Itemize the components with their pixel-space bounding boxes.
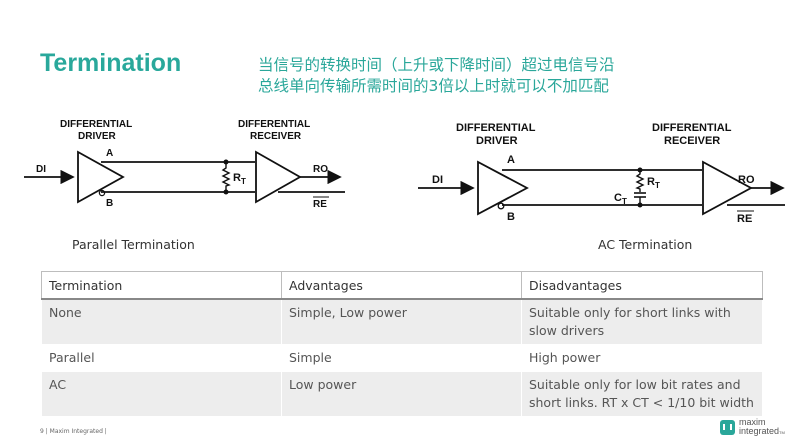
slide-subtitle: 当信号的转换时间（上升或下降时间）超过电信号沿 总线单向传输所需时间的3倍以上时… — [258, 55, 678, 97]
slide-footer: 9 | Maxim Integrated | — [40, 428, 107, 435]
line-b-label: B — [106, 198, 113, 209]
di-label: DI — [432, 174, 443, 186]
resistor-label: RT — [647, 176, 660, 190]
cell-termination: AC — [41, 371, 282, 417]
resistor-rt — [221, 162, 231, 192]
resistor-rt — [635, 170, 645, 192]
maxim-logo-text: maxim integratedTM — [739, 417, 785, 436]
receiver-triangle — [255, 150, 302, 204]
driver-label-line1: DIFFERENTIAL — [60, 119, 132, 130]
cell-advantages: Simple, Low power — [281, 298, 522, 345]
ro-label: RO — [313, 164, 328, 175]
receiver-triangle — [702, 160, 753, 216]
header-termination: Termination — [41, 271, 282, 300]
termination-diagrams: DIFFERENTIAL DRIVER DIFFERENTIAL RECEIVE… — [24, 119, 785, 225]
table-row: AC Low power Suitable only for low bit r… — [41, 371, 763, 417]
table-header-row: Termination Advantages Disadvantages — [41, 271, 763, 300]
re-label: RE — [737, 213, 752, 225]
receiver-label-line1: DIFFERENTIAL — [238, 119, 310, 130]
di-label: DI — [36, 164, 46, 175]
line-a-label: A — [507, 154, 515, 166]
subtitle-line-2: 总线单向传输所需时间的3倍以上时就可以不加匹配 — [258, 77, 609, 95]
capacitor-label: CT — [614, 192, 627, 206]
parallel-caption: Parallel Termination — [72, 237, 195, 252]
maxim-logo-icon — [720, 420, 735, 435]
driver-triangle — [77, 150, 125, 204]
receiver-label-line1: DIFFERENTIAL — [652, 122, 732, 134]
driver-invert-bubble — [497, 202, 505, 210]
driver-label-line2: DRIVER — [78, 131, 117, 142]
cell-advantages: Low power — [281, 371, 522, 417]
driver-label-line2: DRIVER — [476, 135, 518, 147]
receiver-label-line2: RECEIVER — [250, 131, 302, 142]
resistor-label: RT — [233, 172, 246, 186]
header-advantages: Advantages — [281, 271, 522, 300]
termination-comparison-table: Termination Advantages Disadvantages Non… — [41, 271, 763, 417]
parallel-termination-diagram: DIFFERENTIAL DRIVER DIFFERENTIAL RECEIVE… — [24, 119, 345, 210]
cell-termination: None — [41, 298, 282, 345]
cell-disadvantages: Suitable only for short links with slow … — [521, 298, 763, 345]
subtitle-line-1: 当信号的转换时间（上升或下降时间）超过电信号沿 — [258, 56, 615, 74]
cell-disadvantages: Suitable only for low bit rates and shor… — [521, 371, 763, 417]
table-row: Parallel Simple High power — [41, 344, 763, 372]
slide-title: Termination — [40, 49, 182, 77]
ac-caption: AC Termination — [598, 237, 693, 252]
driver-label-line1: DIFFERENTIAL — [456, 122, 536, 134]
line-b-label: B — [507, 211, 515, 223]
cell-advantages: Simple — [281, 344, 522, 372]
cell-disadvantages: High power — [521, 344, 763, 372]
cell-termination: Parallel — [41, 344, 282, 372]
table-row: None Simple, Low power Suitable only for… — [41, 298, 763, 345]
receiver-label-line2: RECEIVER — [664, 135, 720, 147]
driver-triangle — [477, 160, 529, 216]
maxim-logo: maxim integratedTM — [720, 417, 790, 439]
re-label: RE — [313, 199, 327, 210]
header-disadvantages: Disadvantages — [521, 271, 763, 300]
ro-label: RO — [738, 174, 755, 186]
ac-termination-diagram: DIFFERENTIAL DRIVER DIFFERENTIAL RECEIVE… — [418, 122, 785, 225]
line-a-label: A — [106, 148, 113, 159]
